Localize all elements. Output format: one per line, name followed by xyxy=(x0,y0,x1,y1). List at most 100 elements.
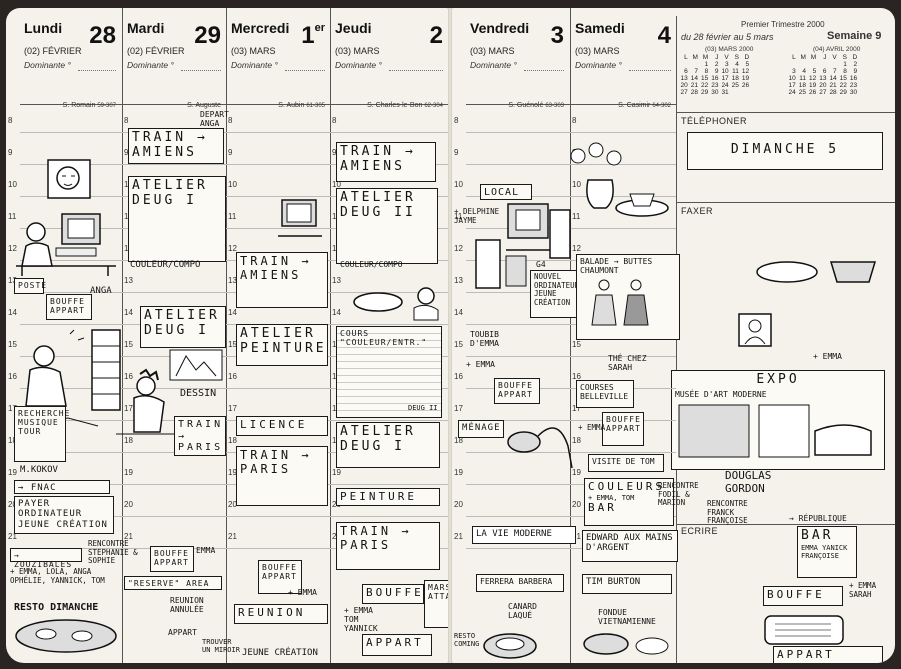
weekday-letter: J xyxy=(823,54,827,61)
calendar-day: 3 xyxy=(725,61,729,68)
hour-label: 16 xyxy=(454,372,463,381)
dominante-label: Dominante ° xyxy=(231,60,278,70)
week-range: du 28 février au 5 mars xyxy=(681,32,774,42)
note-rencontre-franck: RENCONTRE FRANCK FRANÇOISE xyxy=(707,499,748,526)
calendar-day: 17 xyxy=(788,82,796,89)
hour-line xyxy=(20,548,448,549)
note-atelier-peinture: ATELIER PEINTURE xyxy=(236,324,328,366)
note-trouver-miroir: TROUVER UN MIROIR xyxy=(202,638,240,655)
trimester-label: Premier Trimestre 2000 xyxy=(741,20,825,29)
calendar-day xyxy=(689,61,699,68)
note-bouffe-samedi: BOUFFE xyxy=(763,586,843,606)
dominante-label: Dominante ° xyxy=(575,60,622,70)
day-header: Lundi 28 (02) FÉVRIER Dominante ° S. Rom… xyxy=(20,16,122,109)
hour-line xyxy=(20,132,448,133)
day-header: Jeudi 2 (03) MARS Dominante ° S. Charles… xyxy=(331,16,448,109)
note-poste: POSTE xyxy=(14,278,46,294)
calendar-day: 28 xyxy=(690,89,698,96)
hour-label: 17 xyxy=(228,404,237,413)
weekday-letter: S xyxy=(734,54,739,61)
note-visite-tom: VISITE DE TOM xyxy=(588,454,664,472)
week-summary-panel: Premier Trimestre 2000 du 28 février au … xyxy=(671,16,895,663)
hour-label: 20 xyxy=(228,500,237,509)
hour-line xyxy=(466,196,676,197)
hour-label: 11 xyxy=(8,212,17,221)
hour-label: 20 xyxy=(124,500,133,509)
calendar-day: 12 xyxy=(808,75,817,82)
calendar-day: 7 xyxy=(694,68,698,75)
hour-label: 9 xyxy=(124,148,129,157)
hour-line xyxy=(466,420,676,421)
note-emma-samedi-2: + EMMA xyxy=(578,423,606,432)
hour-line xyxy=(466,260,676,261)
hour-label: 21 xyxy=(124,532,133,541)
hour-label: 16 xyxy=(572,372,581,381)
calendar-day: 18 xyxy=(798,82,806,89)
calendar-day: 11 xyxy=(732,68,739,75)
hour-label: 17 xyxy=(572,404,581,413)
calendar-day: 27 xyxy=(680,89,688,96)
hour-label: 10 xyxy=(332,180,341,189)
hour-label: 18 xyxy=(8,436,17,445)
day-number: 3 xyxy=(550,22,564,49)
day-name: Jeudi xyxy=(335,20,372,36)
note-appart-samedi: APPART xyxy=(773,646,883,663)
calendar-day: 25 xyxy=(798,89,806,96)
saint-name: S. Auguste xyxy=(187,102,221,109)
calendar-day: 5 xyxy=(745,61,750,68)
calendar-day: 15 xyxy=(839,75,847,82)
calendar-day: 11 xyxy=(799,75,806,82)
calendar-day: 24 xyxy=(788,89,796,96)
hour-label: 11 xyxy=(454,212,463,221)
calendar-day: 12 xyxy=(741,68,750,75)
calendar-day: 8 xyxy=(704,68,709,75)
hour-label: 18 xyxy=(454,436,463,445)
calendar-day: 13 xyxy=(680,75,688,82)
hour-label: 9 xyxy=(454,148,459,157)
hour-label: 11 xyxy=(228,212,237,221)
day-number: 1er xyxy=(301,22,325,49)
fondue-pot-drawing-icon xyxy=(583,633,669,655)
saint-name: S. Charles-le-Bon 62-304 xyxy=(367,102,443,109)
calendar-day: 20 xyxy=(819,82,827,89)
calendar-day: 2 xyxy=(853,61,858,68)
note-emma: EMMA xyxy=(196,546,216,555)
hour-line xyxy=(20,484,448,485)
hour-label: 19 xyxy=(124,468,133,477)
calendar-day xyxy=(740,89,750,96)
note-douglas-gordon: DOUGLAS GORDON xyxy=(725,469,772,495)
hour-label: 10 xyxy=(228,180,237,189)
hour-label: 21 xyxy=(572,532,581,541)
day-column-lundi: Lundi 28 (02) FÉVRIER Dominante ° S. Rom… xyxy=(20,8,122,663)
hour-label: 13 xyxy=(332,276,341,285)
note-atelier-deug-ii: ATELIER DEUG II xyxy=(336,188,438,264)
day-number: 28 xyxy=(89,22,116,49)
note-rencontre-fodil: RENCONTRE FODIL & MARION xyxy=(658,481,699,508)
day-header: Samedi 4 (03) MARS Dominante ° S. Casimi… xyxy=(571,16,677,109)
note-depart-anga: DEPART ANGA xyxy=(200,110,229,129)
faxer-label: FAXER xyxy=(681,206,714,216)
hour-line xyxy=(466,548,676,549)
day-month: (03) MARS xyxy=(470,46,515,56)
food-tray-drawing-icon xyxy=(764,615,844,645)
hour-line xyxy=(20,324,448,325)
calendar-day: 30 xyxy=(849,89,858,96)
calendar-day: 21 xyxy=(829,82,837,89)
day-number: 2 xyxy=(429,22,443,49)
calendar-day: 6 xyxy=(684,68,688,75)
hour-line xyxy=(20,420,448,421)
hour-line xyxy=(20,516,448,517)
calendar-day xyxy=(679,61,689,68)
hour-label: 9 xyxy=(332,148,337,157)
note-g4: G4 xyxy=(536,260,546,269)
weekday-letter: S xyxy=(842,54,847,61)
calendar-day: 9 xyxy=(853,68,858,75)
note-expo: EXPO MUSÉE D'ART MODERNE xyxy=(671,370,885,470)
weekday-letter: M xyxy=(692,54,698,61)
hour-label: 21 xyxy=(454,532,463,541)
dominante-label: Dominante ° xyxy=(335,60,382,70)
weekday-letter: J xyxy=(715,54,719,61)
calendar-day: 16 xyxy=(711,75,719,82)
